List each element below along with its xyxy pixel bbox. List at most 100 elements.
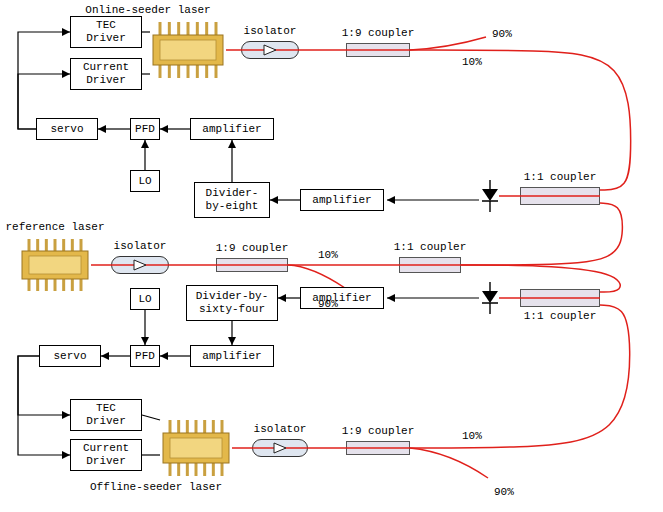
signal-wire [142,454,160,455]
component-label: reference laser [5,221,104,234]
isolator-body [252,439,308,457]
control-box: Divider-by-sixty-four [186,285,278,321]
signal-wire [160,128,190,129]
laser-chip: reference laser [19,237,91,293]
split-ratio: 90% [318,298,338,311]
component-label: 1:1 coupler [524,310,597,323]
isolator-body [241,41,299,59]
fiber-coupler: 1:1 coupler [520,289,600,307]
control-box: TEC Driver [70,399,142,431]
optical-fiber [91,264,111,266]
split-ratio: 10% [462,430,482,443]
signal-wire [142,415,160,420]
signal-wire [142,31,150,32]
signal-wire [387,297,479,298]
signal-wire [270,199,300,200]
laser-chip: Offline-seeder laser [160,418,232,478]
optical-fiber [410,305,630,448]
optical-isolator: isolator [111,256,169,274]
optical-fiber [232,447,252,449]
coupler-body [520,187,600,205]
box-label: amplifier [199,123,264,136]
fiber-output [288,265,345,288]
signal-wire [142,73,150,74]
fiber [499,297,520,299]
coupler-body [346,43,410,57]
component-label: 1:9 coupler [342,425,415,438]
component-label: isolator [114,240,167,253]
box-label: TEC Driver [71,402,141,427]
optical-fiber [299,49,346,51]
component-label: 1:9 coupler [342,27,415,40]
control-box: PFD [130,118,160,140]
optical-fiber [226,49,241,51]
control-box: amplifier [190,345,274,367]
fiber-coupler: 1:9 coupler [346,43,410,57]
control-box: Divider-by-eight [194,182,270,218]
optical-fiber [288,264,399,266]
component-label: Offline-seeder laser [90,481,222,494]
control-box: LO [130,288,160,310]
isolator-body [111,256,169,274]
photodiode-symbol [482,282,498,314]
fiber-output [410,37,486,50]
control-box: amplifier [300,287,384,309]
control-box: LO [130,170,160,192]
photodiode-symbol [482,180,498,212]
box-label: PFD [132,350,158,363]
control-box: Current Driver [70,439,142,471]
laser-package [160,418,232,478]
signal-wire [144,310,145,345]
control-box: servo [39,345,101,367]
control-box: servo [36,118,98,140]
signal-wire [18,32,70,129]
optical-isolator: isolator [241,41,299,59]
signal-wire [98,128,130,129]
box-label: amplifier [199,350,264,363]
optical-isolator: isolator [252,439,308,457]
component-label: 1:1 coupler [524,171,597,184]
optical-fiber [461,203,622,265]
fiber-coupler: 1:9 coupler [216,258,288,272]
coupler-body [520,289,600,307]
component-label: 1:9 coupler [216,242,289,255]
signal-wire [144,140,145,170]
signal-wire [231,321,232,345]
box-label: PFD [132,123,158,136]
optical-fiber [461,265,620,292]
fiber-coupler: 1:1 coupler [520,187,600,205]
split-ratio: 90% [494,486,514,499]
control-box: amplifier [190,118,274,140]
fiber-output [410,448,488,478]
fiber [499,195,520,197]
laser-package [19,237,91,293]
box-label: LO [135,293,154,306]
box-label: amplifier [309,194,374,207]
component-label: isolator [244,25,297,38]
laser-chip: Online-seeder laser [150,20,226,80]
laser-package [150,20,226,80]
signal-wire [278,297,300,298]
optical-fiber [308,447,346,449]
control-box: TEC Driver [70,16,142,48]
signal-wire [18,356,70,455]
split-ratio: 90% [492,28,512,41]
box-label: servo [50,350,89,363]
box-label: Current Driver [71,442,141,467]
signal-wire [101,355,130,356]
optical-fiber [410,50,631,190]
box-label: TEC Driver [71,19,141,44]
signal-wire [160,355,190,356]
component-label: isolator [254,423,307,436]
control-box: amplifier [300,189,384,211]
signal-wire [231,140,232,182]
coupler-body [399,257,461,273]
box-label: LO [135,175,154,188]
fiber-coupler: 1:9 coupler [346,441,410,455]
box-label: Divider-by-sixty-four [187,290,277,315]
coupler-body [216,258,288,272]
optical-fiber [169,264,216,266]
box-label: Divider-by-eight [195,187,269,212]
signal-wire [387,199,479,200]
